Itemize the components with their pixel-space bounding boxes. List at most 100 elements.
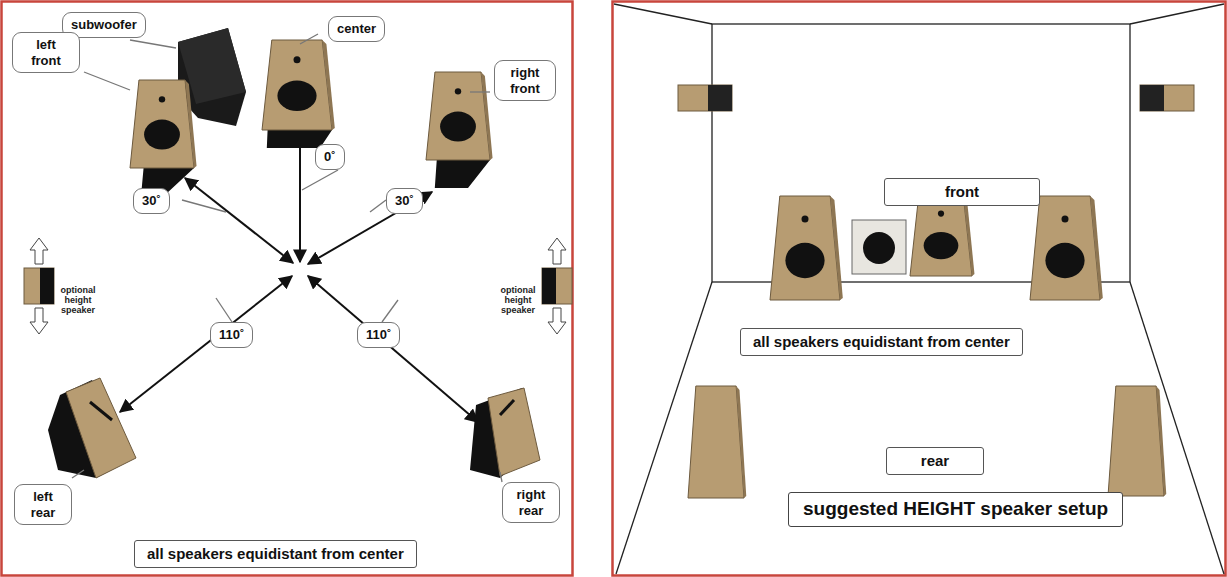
label-text: 110˚	[366, 327, 391, 342]
callout-bubble: center	[328, 16, 385, 42]
speaker-side	[963, 196, 974, 276]
label-text: all speakers equidistant from center	[147, 545, 404, 562]
callout-bubble: 30˚	[133, 188, 170, 214]
speaker	[426, 72, 493, 188]
callout-pointer	[72, 470, 84, 478]
caption-box: all speakers equidistant from center	[134, 540, 417, 568]
speaker-side	[736, 386, 746, 498]
label-text: left front	[31, 37, 61, 68]
callout-bubble: right front	[494, 60, 556, 101]
label-text: front	[945, 183, 979, 200]
caption-box: all speakers equidistant from center	[740, 328, 1023, 356]
height-speaker	[1140, 85, 1194, 111]
woofer	[785, 243, 824, 278]
speaker-side	[185, 80, 197, 168]
callout-bubble: 110˚	[210, 322, 253, 348]
label-text: right front	[510, 65, 540, 96]
speakers	[24, 28, 1194, 498]
speaker-note: optional height speaker	[58, 286, 98, 316]
up-arrow	[30, 238, 48, 264]
speaker-cabinet	[130, 80, 194, 168]
speaker	[262, 40, 335, 148]
callout-pointer	[130, 40, 176, 48]
callout-bubble: 110˚	[357, 322, 400, 348]
callout-bubble: right rear	[502, 482, 560, 523]
callout-pointer	[382, 300, 398, 322]
caption-box: suggested HEIGHT speaker setup	[788, 492, 1123, 527]
speaker-cabinet	[426, 72, 490, 160]
speaker	[1030, 196, 1103, 300]
panel-border	[613, 2, 1226, 576]
room-outline	[614, 4, 1224, 574]
callout-pointer	[370, 200, 386, 212]
height-speaker-face	[708, 85, 732, 111]
callout-bubble: left front	[12, 32, 80, 73]
woofer	[277, 81, 316, 112]
callout-bubble: 30˚	[386, 188, 423, 214]
speaker-side	[1090, 196, 1103, 300]
label-text: center	[337, 21, 376, 36]
down-arrow	[30, 308, 48, 334]
label-text: left rear	[31, 489, 56, 520]
caption-box: front	[884, 178, 1040, 206]
woofer	[1045, 243, 1084, 278]
woofer	[924, 232, 959, 259]
direction-arrows	[120, 125, 478, 422]
label-text: rear	[921, 452, 949, 469]
speaker	[770, 196, 843, 300]
label-text: 30˚	[395, 193, 414, 208]
speaker	[688, 386, 746, 498]
speaker-cabinet	[488, 388, 540, 476]
up-arrow	[548, 238, 566, 264]
tweeter	[500, 400, 514, 415]
speaker-cabinet	[770, 196, 840, 300]
speaker-side	[322, 40, 335, 130]
speaker-cabinet	[66, 378, 136, 478]
speaker-cabinet	[1030, 196, 1100, 300]
tweeter	[90, 402, 112, 420]
height-speaker-face	[1140, 85, 1164, 111]
tweeter	[938, 211, 944, 217]
woofer	[863, 232, 895, 264]
tweeter	[455, 88, 461, 94]
speaker	[910, 196, 974, 276]
speaker-side	[481, 72, 493, 160]
height-speaker-face	[40, 268, 54, 304]
label-text: right rear	[517, 487, 546, 518]
height-speaker	[678, 85, 732, 111]
speaker-cabinet	[688, 386, 744, 498]
label-text: 110˚	[219, 327, 244, 342]
speaker-cabinet	[262, 40, 332, 130]
callout-pointer	[216, 298, 232, 322]
label-text: all speakers equidistant from center	[753, 333, 1010, 350]
height-speaker	[542, 268, 572, 304]
label-text: 30˚	[142, 193, 161, 208]
speaker-cabinet	[1108, 386, 1164, 496]
callout-pointer	[84, 72, 130, 90]
speaker-side	[1156, 386, 1166, 496]
speaker-note: optional height speaker	[498, 286, 538, 316]
callout-pointer	[470, 91, 490, 92]
woofer	[144, 120, 180, 150]
tweeter	[159, 96, 165, 102]
callout-pointer	[182, 200, 226, 212]
speaker	[130, 80, 197, 194]
tweeter	[294, 56, 301, 63]
subwoofer-box	[852, 220, 906, 274]
caption-box: rear	[886, 447, 984, 475]
callout-pointer	[302, 170, 338, 190]
callout-pointer	[300, 34, 318, 44]
label-text: subwoofer	[71, 17, 137, 32]
label-text: 0˚	[324, 149, 336, 164]
label-text: suggested HEIGHT speaker setup	[803, 498, 1108, 519]
tweeter	[1062, 215, 1069, 222]
speaker-cabinet	[910, 196, 972, 276]
tweeter	[802, 215, 809, 222]
height-speaker	[24, 268, 54, 304]
down-arrow	[548, 308, 566, 334]
speaker-side	[830, 196, 843, 300]
woofer	[440, 112, 476, 142]
panel-border	[2, 2, 573, 576]
callout-bubble: left rear	[14, 484, 72, 525]
